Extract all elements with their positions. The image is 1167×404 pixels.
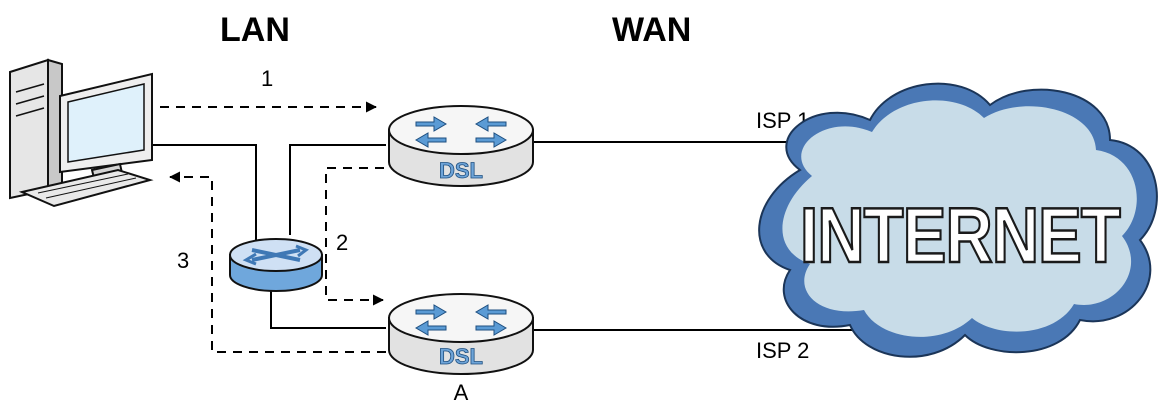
path-3-label: 3 (177, 248, 189, 273)
internet-label: INTERNET (800, 191, 1120, 279)
dsl-router-top: DSL (389, 106, 533, 186)
wan-label: WAN (612, 11, 691, 49)
path-1-label: 1 (261, 66, 273, 91)
switch-icon (230, 239, 322, 291)
computer-icon (10, 60, 152, 206)
path-2-label: 2 (336, 230, 348, 255)
lan-label: LAN (220, 11, 290, 49)
dsl-router-bottom-label: DSL (439, 344, 483, 369)
path-2-line (326, 168, 384, 300)
dsl-router-top-label: DSL (439, 158, 483, 183)
router-a-label: A (454, 380, 469, 404)
internet-cloud-icon: INTERNET (759, 84, 1157, 357)
traffic-paths (160, 107, 386, 352)
dsl-router-bottom: DSL (389, 294, 533, 374)
isp-2-label: ISP 2 (756, 338, 809, 363)
